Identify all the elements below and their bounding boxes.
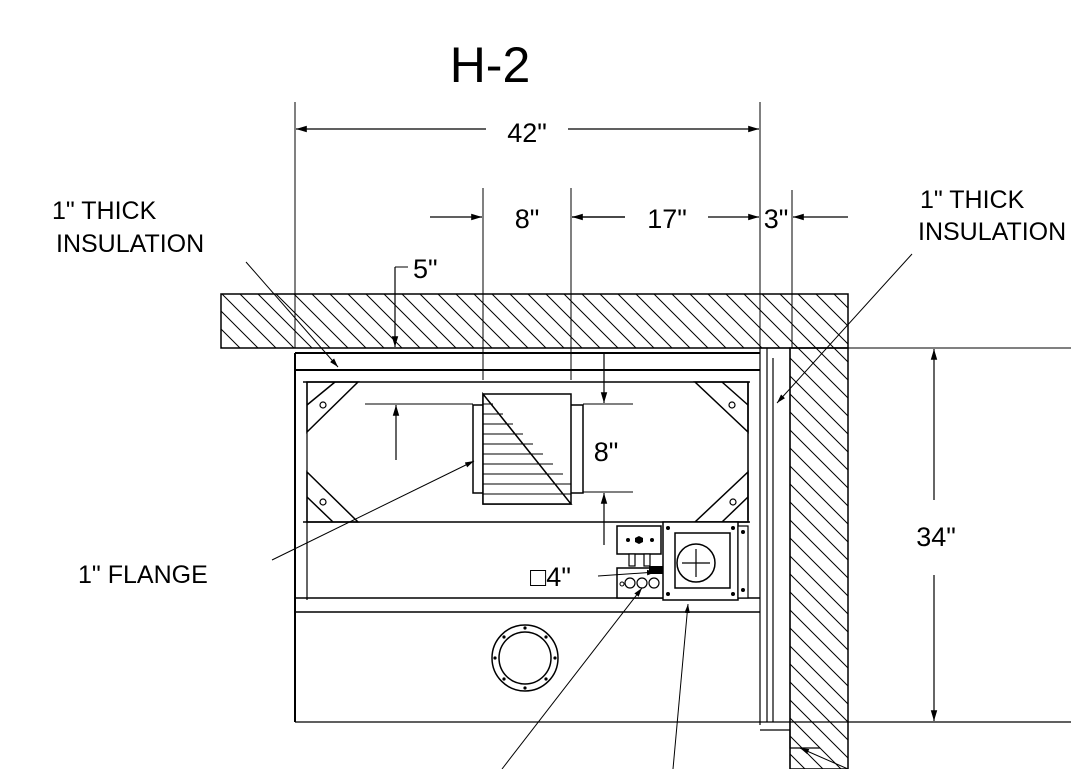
label-right-insulation-line1: 1" THICK [920, 186, 1025, 214]
dim-overall-height: 34" [916, 522, 956, 552]
dim-duct-height: 8" [594, 437, 619, 467]
dim-duct-width: 8" [515, 204, 540, 234]
label-left-insulation-line2: INSULATION [56, 230, 204, 258]
control-box [616, 525, 666, 599]
right-wall [789, 347, 849, 769]
fan-motor [662, 521, 749, 601]
ceiling-slab [220, 293, 849, 349]
supply-duct [472, 391, 584, 505]
label-left-insulation-line1: 1" THICK [52, 197, 157, 225]
dim-overall-width: 42" [507, 118, 547, 148]
dim-offset-17: 17" [647, 204, 687, 234]
label-right-insulation-line2: INSULATION [918, 218, 1066, 246]
label-flange: 1" FLANGE [78, 561, 208, 589]
dim-gap-5: 5" [413, 254, 438, 284]
dim-box-size: □4" [530, 562, 571, 592]
drawing-title: H-2 [450, 37, 531, 93]
round-port [491, 624, 559, 692]
dim-insulation-gap: 3" [764, 204, 789, 234]
